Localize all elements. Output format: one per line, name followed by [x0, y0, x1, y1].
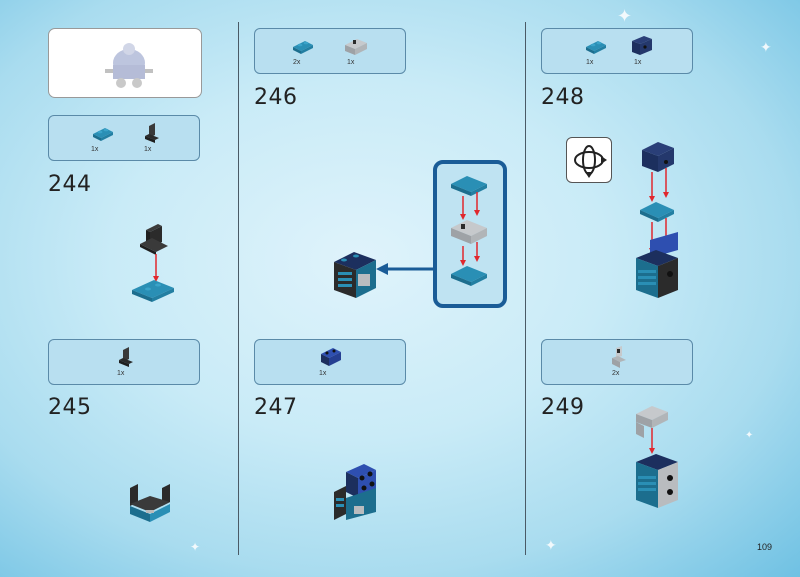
- grey-bracket-part: [610, 346, 630, 370]
- black-bracket-part: [117, 346, 137, 368]
- parts-callout-245: 1x: [48, 339, 200, 385]
- step-number: 248: [541, 85, 585, 110]
- parts-callout-249: 2x: [541, 339, 693, 385]
- parts-callout-246: 2x 1x: [254, 28, 406, 74]
- part-qty: 1x: [347, 59, 354, 66]
- part-qty: 2x: [293, 59, 300, 66]
- step-number: 247: [254, 395, 298, 420]
- sparkle-icon: ✦: [617, 6, 632, 27]
- progress-model-box: [48, 28, 202, 98]
- teal-plate-part: [91, 122, 115, 144]
- column-divider: [525, 22, 526, 555]
- rotate-model-icon: [567, 138, 611, 182]
- part-qty: 1x: [586, 59, 593, 66]
- sub-assembly-box: [433, 160, 507, 308]
- navy-brick-part: [630, 35, 654, 57]
- step-248-model: [632, 140, 684, 306]
- step-244-model: [128, 218, 178, 304]
- part-qty: 1x: [91, 146, 98, 153]
- completed-model-preview: [49, 29, 203, 99]
- parts-callout-244: 1x 1x: [48, 115, 200, 161]
- black-bracket-part: [143, 122, 163, 144]
- sparkle-icon: ✦: [545, 538, 557, 554]
- step-number: 245: [48, 395, 92, 420]
- step-249-model: [630, 404, 684, 524]
- attach-arrow-icon: [376, 262, 436, 276]
- sub-assembly-diagram: [437, 164, 503, 304]
- part-qty: 2x: [612, 370, 619, 377]
- sparkle-icon: ✦: [190, 540, 200, 554]
- parts-callout-248: 1x 1x: [541, 28, 693, 74]
- teal-plate-part: [584, 35, 608, 57]
- step-245-model: [126, 474, 176, 526]
- step-246-model: [330, 248, 382, 306]
- grey-bracket-part: [343, 35, 369, 57]
- part-qty: 1x: [634, 59, 641, 66]
- part-qty: 1x: [117, 370, 124, 377]
- step-247-model: [330, 462, 382, 526]
- part-qty: 1x: [319, 370, 326, 377]
- step-number: 244: [48, 172, 92, 197]
- parts-callout-247: 1x: [254, 339, 406, 385]
- blue-bracket-part: [317, 346, 343, 368]
- teal-plate-part: [291, 35, 315, 57]
- part-qty: 1x: [144, 146, 151, 153]
- sparkle-icon: ✦: [745, 430, 753, 441]
- sparkle-icon: ✦: [760, 40, 772, 56]
- page-number: 109: [757, 542, 772, 552]
- rotate-instruction-box: [566, 137, 612, 183]
- step-number: 249: [541, 395, 585, 420]
- step-number: 246: [254, 85, 298, 110]
- column-divider: [238, 22, 239, 555]
